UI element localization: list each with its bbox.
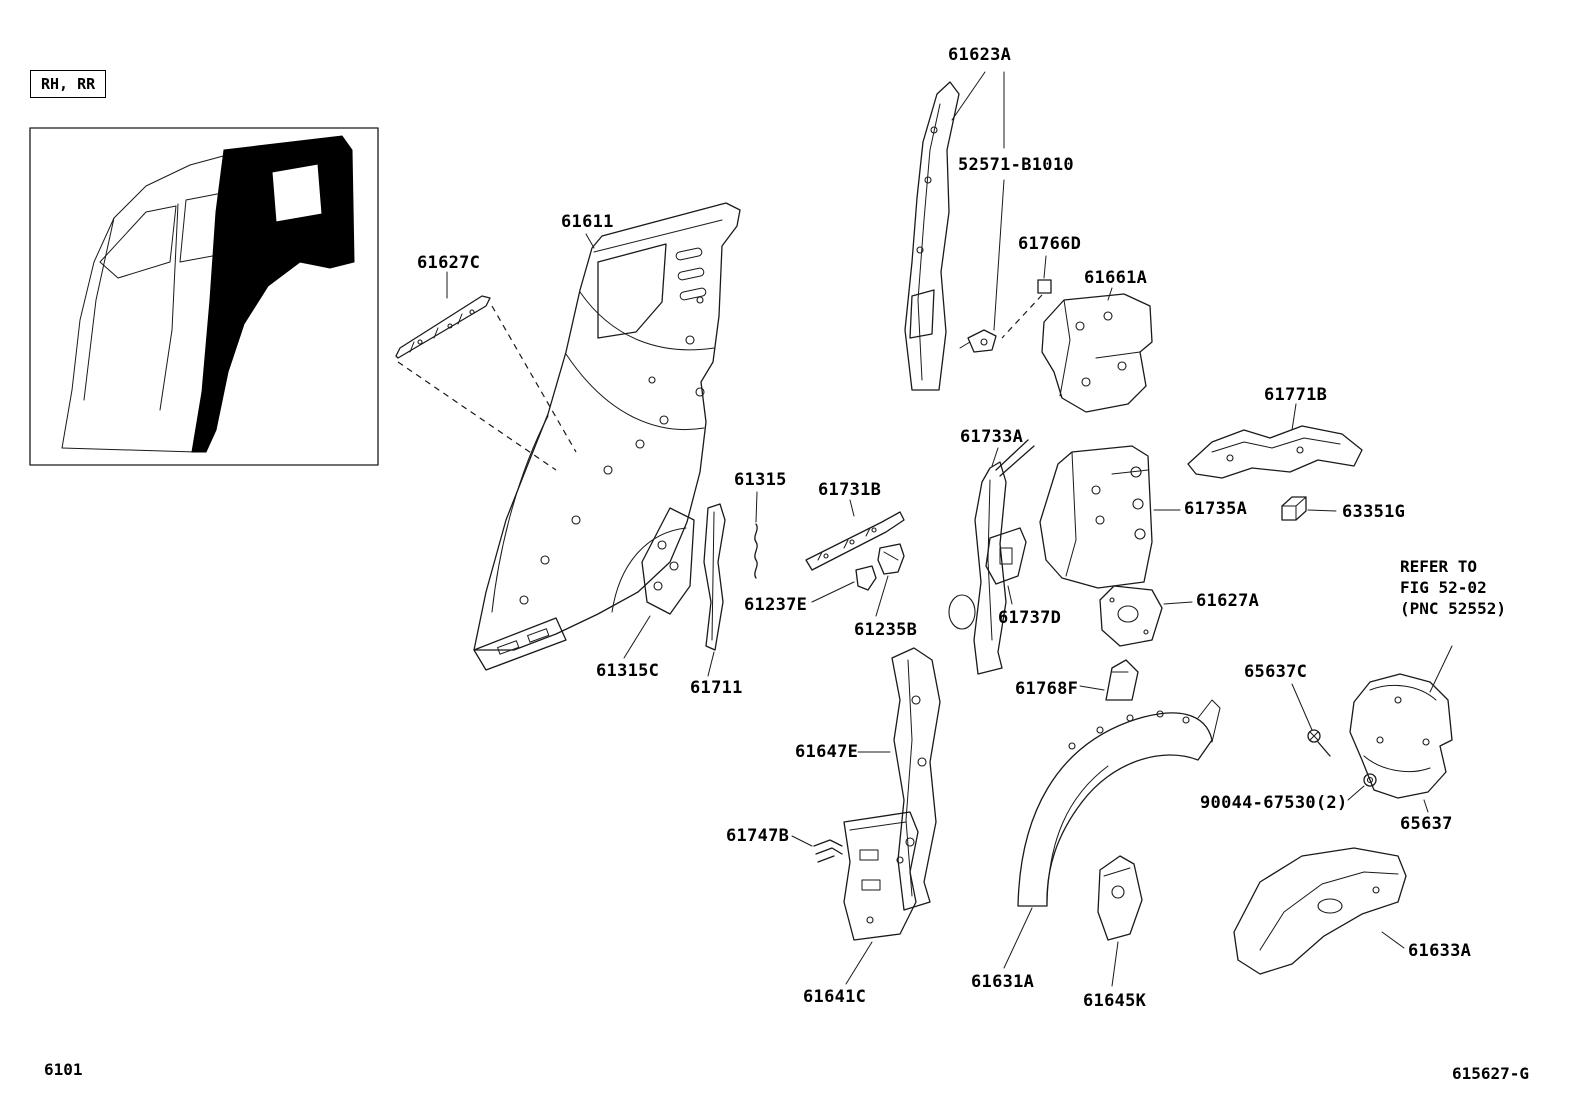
part-drawing-65637 xyxy=(1349,673,1453,799)
part-drawing-61627A xyxy=(1099,585,1163,647)
part-label-61735A: 61735A xyxy=(1184,499,1248,519)
part-drawing-61731B xyxy=(805,511,905,571)
inset-vehicle-thumbnail xyxy=(29,127,379,466)
part-label-61237E: 61237E xyxy=(744,595,808,615)
part-label-90044-67530: 90044-67530(2) xyxy=(1200,793,1348,813)
part-label-61747B: 61747B xyxy=(726,826,790,846)
leader-lines xyxy=(446,71,1453,987)
part-label-61627A: 61627A xyxy=(1196,591,1260,611)
part-drawing-61771B xyxy=(1187,425,1363,479)
part-label-61645K: 61645K xyxy=(1083,991,1147,1011)
part-drawing-61766D xyxy=(1001,279,1052,339)
part-label-61633A: 61633A xyxy=(1408,941,1472,961)
part-label-61315C: 61315C xyxy=(596,661,660,681)
part-label-52571-B1010: 52571-B1010 xyxy=(958,155,1074,175)
part-drawing-61627C xyxy=(395,295,577,471)
refer-note-line3: (PNC 52552) xyxy=(1400,599,1506,618)
part-label-61235B: 61235B xyxy=(854,620,918,640)
part-drawing-61747B xyxy=(813,839,843,863)
part-drawing-61737D xyxy=(985,527,1027,585)
part-drawing-61647E xyxy=(891,647,941,911)
part-label-61731B: 61731B xyxy=(818,480,882,500)
page-code: 6101 xyxy=(44,1060,83,1079)
orientation-badge: RH, RR xyxy=(30,70,107,98)
refer-note: REFER TO FIG 52-02 (PNC 52552) xyxy=(1400,556,1506,619)
part-drawing-61315 xyxy=(754,523,758,579)
part-drawing-90044-fastener xyxy=(1363,773,1377,787)
part-drawing-63351G xyxy=(1281,496,1307,521)
part-drawing-61315C xyxy=(641,507,695,615)
part-drawing-61611 xyxy=(473,202,741,671)
refer-note-line1: REFER TO xyxy=(1400,557,1478,576)
part-label-61315: 61315 xyxy=(734,470,787,490)
part-label-61737D: 61737D xyxy=(998,608,1062,628)
figure-code: 615627-G xyxy=(1452,1064,1530,1083)
part-label-61627C: 61627C xyxy=(417,253,481,273)
part-drawing-61235B xyxy=(877,543,905,575)
part-label-65637: 65637 xyxy=(1400,814,1453,834)
part-label-61733A: 61733A xyxy=(960,427,1024,447)
part-drawing-61237E xyxy=(855,565,877,591)
part-drawing-61645K xyxy=(1097,855,1143,941)
part-drawing-61641C xyxy=(843,811,919,941)
part-drawing-61735A xyxy=(1039,445,1153,589)
part-label-61771B: 61771B xyxy=(1264,385,1328,405)
part-drawing-61661A xyxy=(1041,293,1153,413)
part-drawing-61711 xyxy=(703,503,726,651)
part-label-61768F: 61768F xyxy=(1015,679,1079,699)
part-label-61711: 61711 xyxy=(690,678,743,698)
part-label-61623A: 61623A xyxy=(948,45,1012,65)
part-drawing-61631A xyxy=(1017,699,1221,907)
part-label-61661A: 61661A xyxy=(1084,268,1148,288)
part-label-63351G: 63351G xyxy=(1342,502,1406,522)
part-drawing-61733A xyxy=(948,439,1035,675)
part-label-65637C: 65637C xyxy=(1244,662,1308,682)
part-label-61647E: 61647E xyxy=(795,742,859,762)
part-label-61611: 61611 xyxy=(561,212,614,232)
part-drawing-61768F xyxy=(1105,659,1139,701)
part-label-61641C: 61641C xyxy=(803,987,867,1007)
part-drawing-65637C xyxy=(1307,729,1331,757)
part-drawing-61623A xyxy=(904,81,997,391)
part-label-61631A: 61631A xyxy=(971,972,1035,992)
part-label-61766D: 61766D xyxy=(1018,234,1082,254)
refer-note-line2: FIG 52-02 xyxy=(1400,578,1487,597)
part-drawing-61633A xyxy=(1233,847,1407,975)
